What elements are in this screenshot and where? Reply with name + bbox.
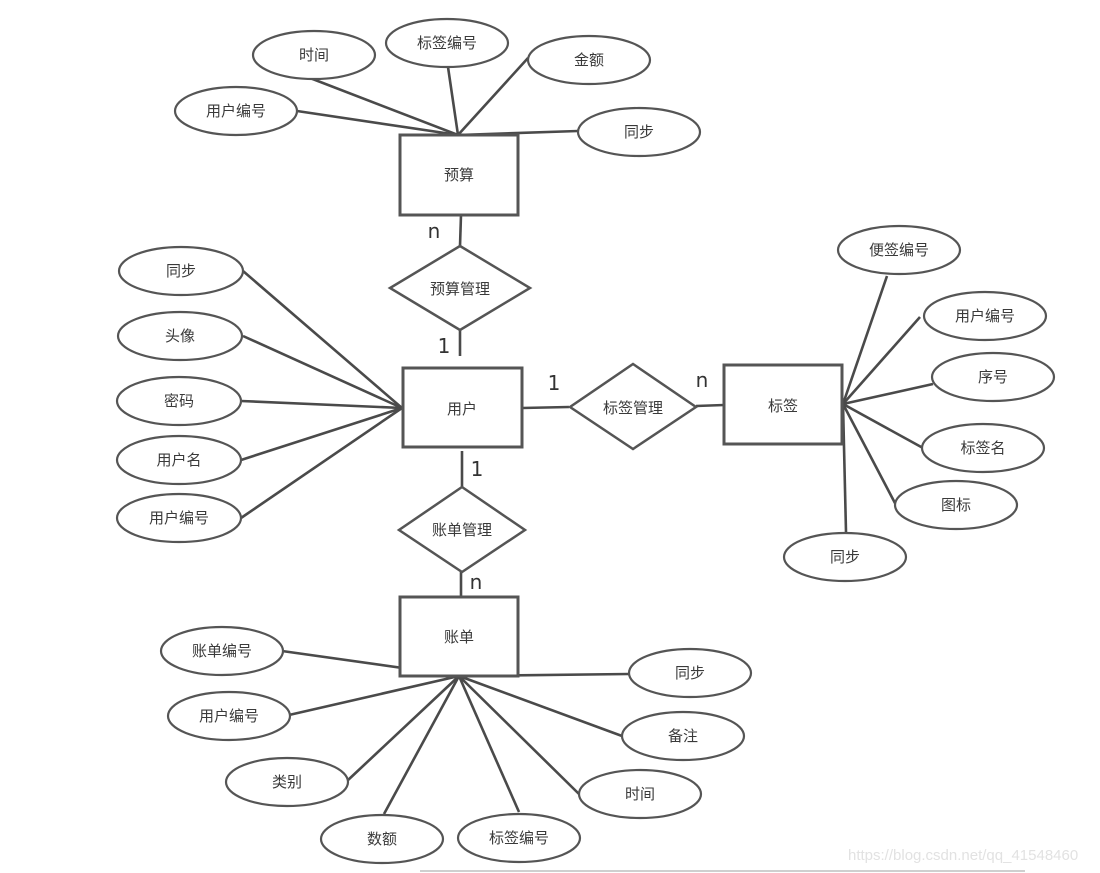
attr-bill-id[interactable]: 账单编号 (159, 625, 285, 677)
attr-bill-sync[interactable]: 同步 (627, 647, 753, 699)
user-to-tag-mgmt-link (521, 405, 570, 410)
attr-budget-sync[interactable]: 同步 (576, 106, 702, 158)
attr-user-user-id[interactable]: 用户编号 (115, 492, 243, 544)
cardinality-budget: n (428, 219, 441, 243)
cardinality-user-tag: 1 (548, 371, 561, 395)
relationship-tag-mgmt[interactable]: 标签管理 (567, 362, 699, 451)
attr-user-password[interactable]: 密码 (115, 375, 243, 427)
attr-label: 账单编号 (192, 642, 252, 660)
attr-tag-order[interactable]: 序号 (930, 351, 1056, 403)
attr-budget-tag-id[interactable]: 标签编号 (384, 17, 510, 69)
relationship-budget-mgmt-label: 预算管理 (430, 280, 490, 298)
entity-user[interactable]: 用户 (401, 366, 524, 449)
attr-label: 同步 (675, 664, 705, 682)
entity-tag-label: 标签 (768, 397, 798, 415)
attr-tag-icon[interactable]: 图标 (893, 479, 1019, 531)
attr-label: 用户名 (156, 451, 201, 469)
cardinality-user-budget: 1 (438, 334, 451, 358)
entity-user-label: 用户 (447, 400, 477, 418)
attr-label: 同步 (166, 262, 196, 280)
attr-label: 时间 (625, 785, 655, 803)
attr-bill-amount[interactable]: 数额 (319, 813, 445, 865)
attr-label: 用户编号 (206, 102, 266, 120)
attr-bill-user-id[interactable]: 用户编号 (166, 690, 292, 742)
attr-bill-category[interactable]: 类别 (224, 756, 350, 808)
entity-bill[interactable]: 账单 (398, 595, 520, 678)
attr-label: 时间 (299, 46, 329, 64)
budget-to-budget-mgmt-link (458, 214, 463, 247)
attr-label: 用户编号 (955, 307, 1015, 325)
attr-label: 标签编号 (489, 829, 549, 847)
tag-mgmt-to-tag-link (695, 403, 725, 408)
attr-label: 头像 (165, 327, 195, 345)
attr-label: 密码 (164, 392, 194, 410)
relationship-bill-mgmt[interactable]: 账单管理 (396, 485, 528, 574)
attr-bill-tag-id[interactable]: 标签编号 (456, 812, 582, 864)
entity-bill-label: 账单 (444, 628, 474, 646)
attr-bill-time[interactable]: 时间 (577, 768, 703, 820)
attr-label: 序号 (978, 368, 1008, 386)
attr-budget-amount[interactable]: 金额 (526, 34, 652, 86)
attr-tag-user-id[interactable]: 用户编号 (922, 290, 1048, 342)
cardinality-tag: n (696, 368, 709, 392)
attr-bill-note[interactable]: 备注 (620, 710, 746, 762)
relationship-bill-mgmt-label: 账单管理 (432, 521, 492, 539)
cardinality-bill: n (470, 570, 483, 594)
watermark: https://blog.csdn.net/qq_41548460 (848, 847, 1078, 864)
attr-tag-note-id[interactable]: 便签编号 (836, 224, 962, 276)
attr-label: 标签编号 (417, 34, 477, 52)
attr-user-avatar[interactable]: 头像 (116, 310, 244, 362)
user-attribute-links (240, 270, 403, 520)
attr-label: 图标 (941, 496, 971, 514)
attr-label: 便签编号 (869, 241, 929, 259)
budget-attribute-links (296, 57, 579, 137)
attr-budget-user-id[interactable]: 用户编号 (173, 85, 299, 137)
entity-budget-label: 预算 (444, 166, 474, 184)
entity-tag[interactable]: 标签 (722, 363, 844, 446)
attr-label: 类别 (272, 773, 302, 791)
cardinality-user-bill: 1 (471, 457, 484, 481)
attr-label: 用户编号 (149, 509, 209, 527)
relationship-tag-mgmt-label: 标签管理 (603, 399, 663, 417)
attr-label: 同步 (830, 548, 860, 566)
attr-label: 同步 (624, 123, 654, 141)
attr-tag-sync[interactable]: 同步 (782, 531, 908, 583)
attr-label: 标签名 (960, 439, 1005, 457)
attr-label: 数额 (367, 830, 397, 848)
relationship-budget-mgmt[interactable]: 预算管理 (387, 244, 533, 332)
attr-user-username[interactable]: 用户名 (115, 434, 243, 486)
attr-label: 备注 (668, 727, 698, 745)
attr-budget-time[interactable]: 时间 (251, 29, 377, 81)
attr-tag-name[interactable]: 标签名 (920, 422, 1046, 474)
attr-user-sync[interactable]: 同步 (117, 245, 245, 297)
attr-label: 金额 (574, 51, 604, 69)
entity-budget[interactable]: 预算 (398, 133, 520, 217)
attr-label: 用户编号 (199, 707, 259, 725)
